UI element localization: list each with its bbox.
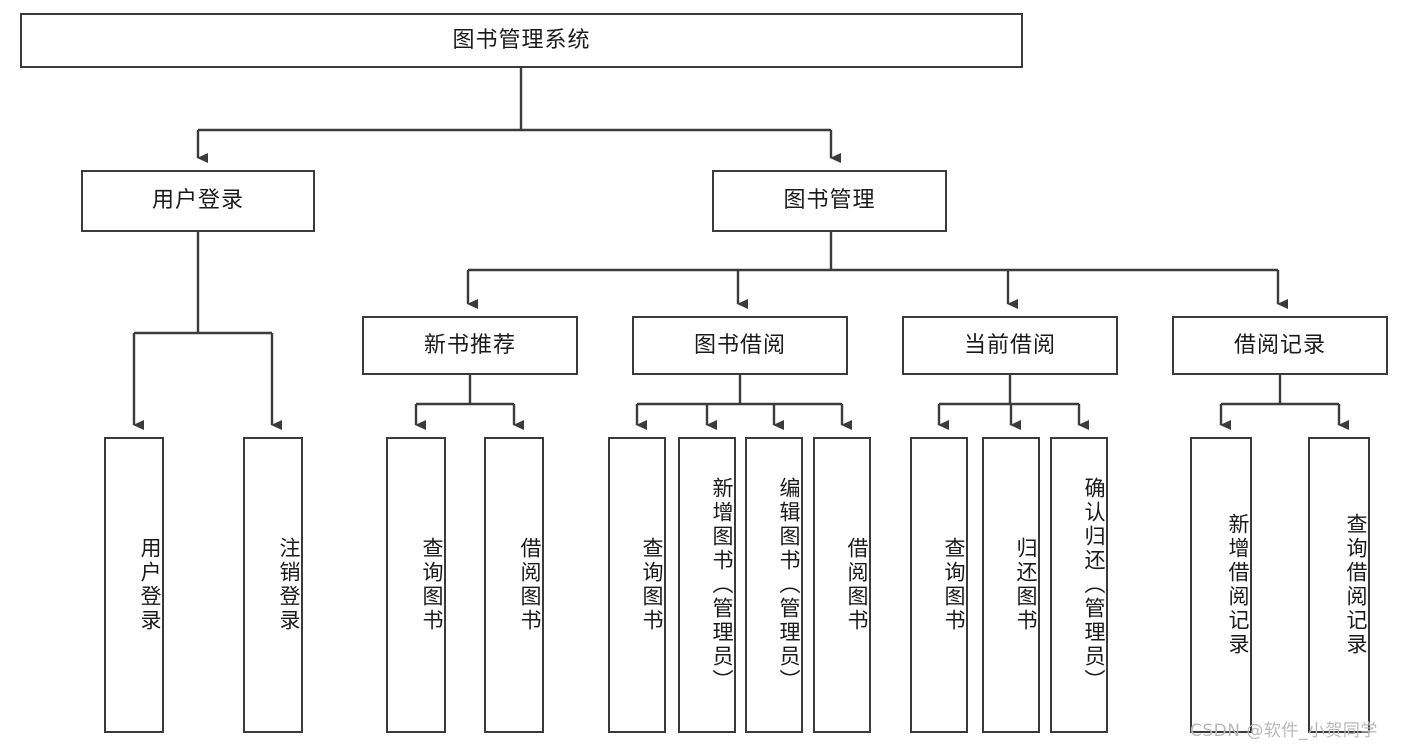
node-leaf-borrow-book-2-label: 借阅图书 [845, 537, 869, 633]
node-leaf-user-logout[interactable]: 注销登录 [243, 437, 303, 733]
node-leaf-add-book-admin-label: 新增图书（管理员） [710, 477, 734, 693]
node-leaf-user-login-label: 用户登录 [138, 537, 162, 633]
node-leaf-add-borrow-record[interactable]: 新增借阅记录 [1190, 437, 1252, 733]
node-leaf-query-book-1-label: 查询图书 [420, 537, 444, 633]
node-leaf-user-logout-label: 注销登录 [277, 537, 301, 633]
node-root-label: 图书管理系统 [452, 27, 591, 53]
node-book-borrow-label: 图书借阅 [693, 332, 786, 358]
node-leaf-query-book-1[interactable]: 查询图书 [386, 437, 446, 733]
node-leaf-return-book-label: 归还图书 [1014, 537, 1038, 633]
node-user-login[interactable]: 用户登录 [81, 170, 315, 232]
node-leaf-confirm-return-admin-label: 确认归还（管理员） [1082, 477, 1106, 693]
node-leaf-add-book-admin[interactable]: 新增图书（管理员） [678, 437, 736, 733]
node-leaf-edit-book-admin-label: 编辑图书（管理员） [777, 477, 801, 693]
node-leaf-borrow-book-1-label: 借阅图书 [518, 537, 542, 633]
node-user-login-label: 用户登录 [151, 188, 244, 214]
node-leaf-edit-book-admin[interactable]: 编辑图书（管理员） [745, 437, 803, 733]
csdn-watermark: CSDN @软件_小贺同学 [1190, 716, 1378, 741]
node-book-manage-label: 图书管理 [783, 188, 876, 214]
node-leaf-query-borrow-record[interactable]: 查询借阅记录 [1308, 437, 1370, 733]
node-leaf-query-book-2[interactable]: 查询图书 [608, 437, 666, 733]
node-current-borrow-label: 当前借阅 [963, 332, 1056, 358]
node-leaf-query-book-2-label: 查询图书 [640, 537, 664, 633]
node-book-borrow[interactable]: 图书借阅 [632, 316, 848, 375]
node-leaf-query-borrow-record-label: 查询借阅记录 [1344, 513, 1368, 657]
node-root[interactable]: 图书管理系统 [20, 13, 1023, 68]
node-borrow-record-label: 借阅记录 [1233, 332, 1326, 358]
node-leaf-borrow-book-2[interactable]: 借阅图书 [813, 437, 871, 733]
node-leaf-borrow-book-1[interactable]: 借阅图书 [484, 437, 544, 733]
node-leaf-query-book-3-label: 查询图书 [942, 537, 966, 633]
node-borrow-record[interactable]: 借阅记录 [1172, 316, 1388, 375]
node-new-book-recommend-label: 新书推荐 [423, 332, 516, 358]
node-leaf-query-book-3[interactable]: 查询图书 [910, 437, 968, 733]
node-new-book-recommend[interactable]: 新书推荐 [362, 316, 578, 375]
node-leaf-user-login[interactable]: 用户登录 [104, 437, 164, 733]
csdn-watermark-text: CSDN @软件_小贺同学 [1190, 721, 1378, 741]
node-current-borrow[interactable]: 当前借阅 [902, 316, 1118, 375]
node-leaf-add-borrow-record-label: 新增借阅记录 [1226, 513, 1250, 657]
node-leaf-return-book[interactable]: 归还图书 [982, 437, 1040, 733]
node-leaf-confirm-return-admin[interactable]: 确认归还（管理员） [1050, 437, 1108, 733]
node-book-manage[interactable]: 图书管理 [712, 170, 947, 232]
